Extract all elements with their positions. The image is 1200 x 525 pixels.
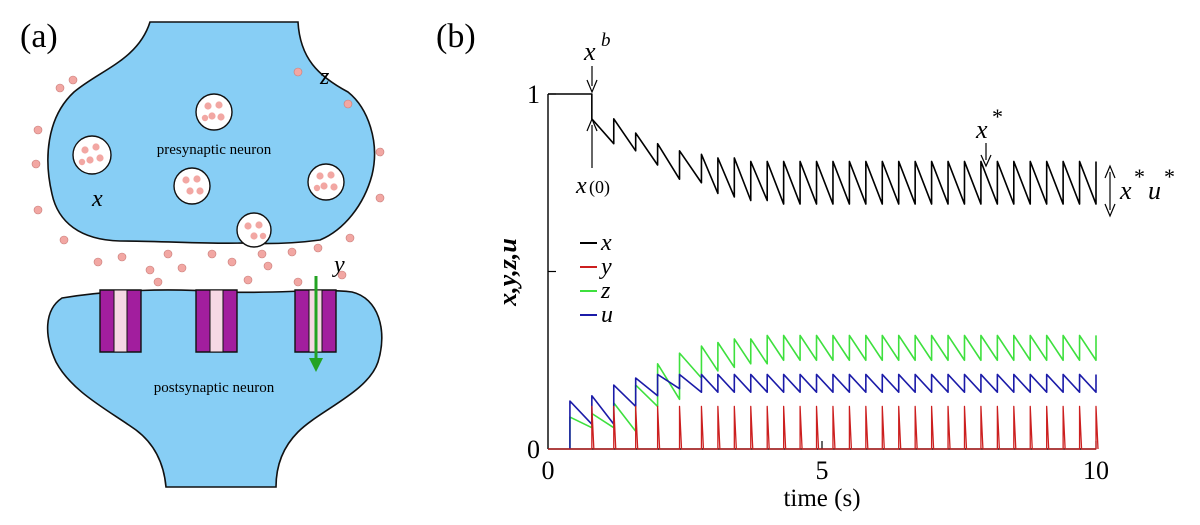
series-x-line [548, 93, 1097, 205]
panel-a: (a) [20, 18, 385, 488]
svg-text:u: u [601, 302, 613, 328]
panel-a-label: (a) [20, 18, 58, 55]
svg-text:u: u [1148, 176, 1161, 205]
vesicle [72, 135, 112, 175]
y-axis-label: x,y,z,u [493, 238, 522, 307]
svg-text:*: * [1134, 164, 1145, 189]
vesicle-fusing [236, 212, 272, 248]
series-u-line [569, 373, 1097, 449]
svg-text:*: * [992, 104, 1003, 129]
x-tick-label-0: 0 [542, 456, 555, 485]
variable-x-label: x [91, 186, 103, 212]
x-axis-label: time (s) [783, 485, 860, 512]
svg-text:x: x [575, 173, 587, 199]
svg-text:x: x [583, 37, 596, 66]
vesicle [307, 163, 345, 201]
legend: x y z u [580, 230, 613, 328]
vesicle [173, 167, 211, 205]
legend-item-y: y [580, 254, 612, 280]
svg-text:x: x [600, 230, 612, 256]
svg-text:b: b [601, 30, 611, 51]
svg-text:x: x [975, 115, 988, 144]
annotation-xu-amplitude: x * u * [1104, 164, 1175, 218]
variable-y-label: y [332, 252, 345, 278]
panel-b: (b) 1 0 0 5 10 time (s) x,y,z,u x b x [436, 18, 1175, 512]
variable-z-label: z [319, 64, 330, 90]
receptor [99, 289, 142, 353]
annotation-xstar: x * [975, 104, 1003, 168]
legend-item-x: x [580, 230, 612, 256]
x-tick-label-10: 10 [1083, 456, 1109, 485]
svg-text:y: y [599, 254, 612, 280]
y-tick-label-0: 0 [527, 435, 540, 464]
presynaptic-neuron-body [47, 21, 376, 245]
transmitter-dots [31, 67, 385, 287]
axis-ticks [548, 93, 1097, 449]
vesicle [195, 93, 233, 131]
svg-text:x: x [1119, 176, 1132, 205]
svg-text:z: z [600, 278, 611, 304]
panel-b-label: (b) [436, 18, 476, 55]
annotation-xb: x b [583, 30, 611, 94]
postsynaptic-label: postsynaptic neuron [154, 380, 275, 396]
series-layer [548, 93, 1099, 450]
legend-item-u: u [580, 302, 613, 328]
y-tick-label-1: 1 [527, 80, 540, 109]
presynaptic-label: presynaptic neuron [157, 142, 272, 158]
ion-flow-arrow-icon [309, 276, 323, 372]
receptor [195, 289, 238, 353]
series-y-line [548, 405, 1099, 450]
svg-text:(0): (0) [589, 177, 610, 198]
legend-item-z: z [580, 278, 611, 304]
svg-text:*: * [1164, 164, 1175, 189]
series-z-line [569, 334, 1097, 449]
annotation-x0: x (0) [575, 117, 610, 199]
x-tick-label-5: 5 [816, 456, 829, 485]
